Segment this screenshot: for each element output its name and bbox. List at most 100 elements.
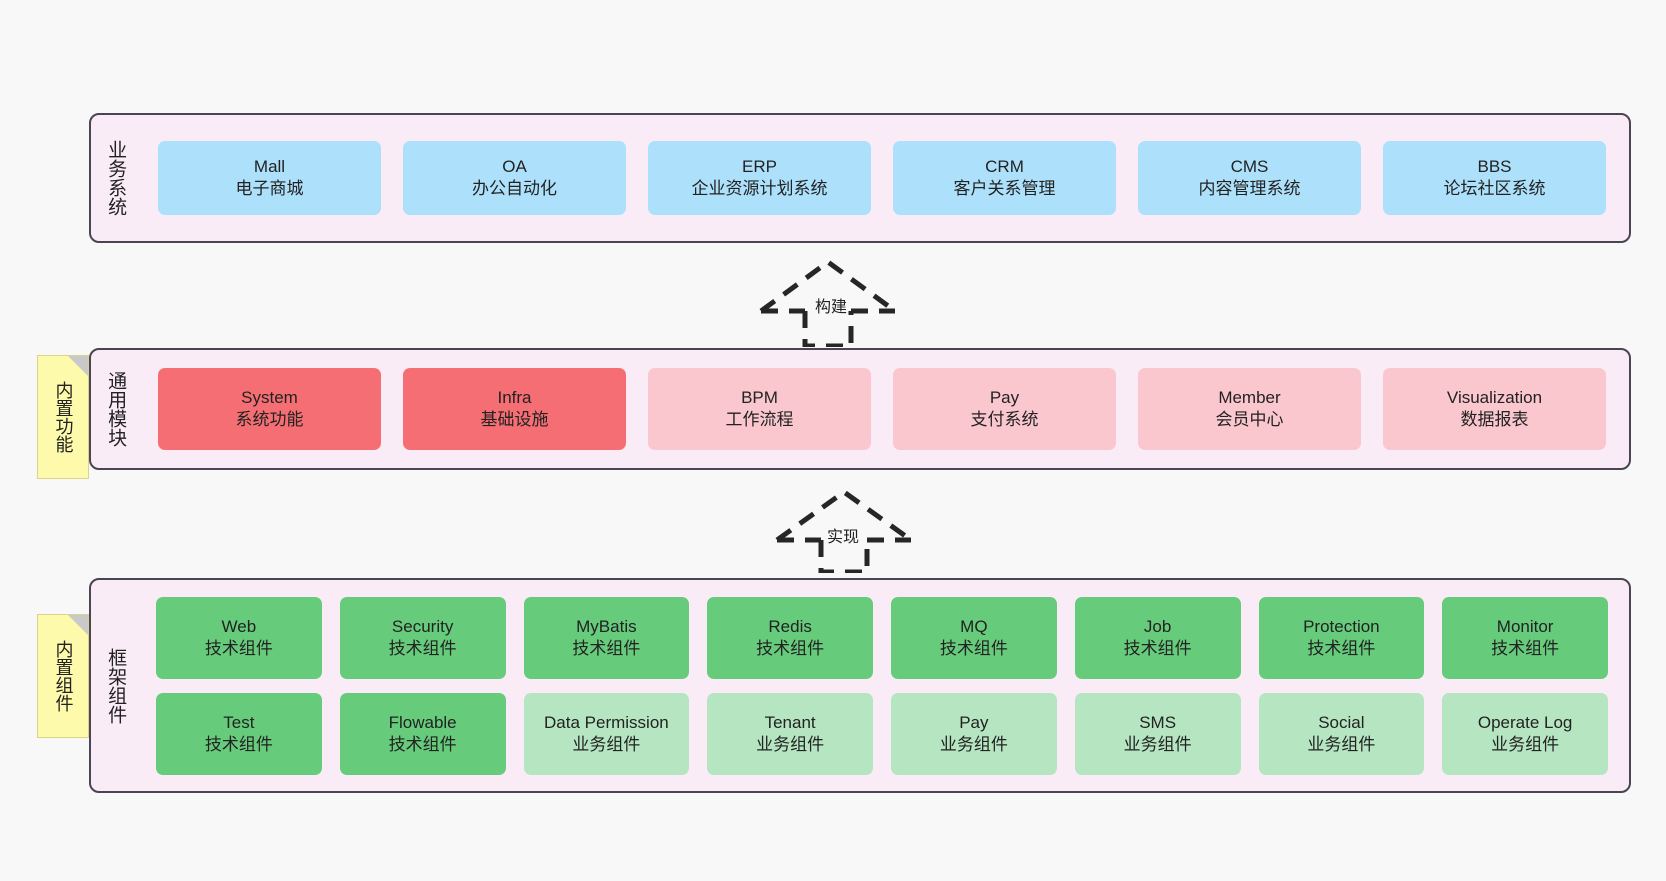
node-label-cn: 业务组件 [756,734,825,754]
node-visualization[interactable]: Visualization 数据报表 [1383,368,1606,450]
dashed-generalization-arrow-icon [775,488,913,575]
node-redis[interactable]: Redis 技术组件 [707,596,873,679]
node-label-cn: 企业资源计划系统 [691,179,828,198]
node-label-en: Data Permission [544,712,669,732]
node-flowable[interactable]: Flowable 技术组件 [339,692,506,775]
node-label-en: MQ [960,616,988,636]
node-label-en: Member [1218,388,1281,408]
node-label-en: ERP [742,157,777,177]
node-label-cn: 业务组件 [1307,734,1376,754]
layer-row: Mall 电子商城 OA 办公自动化 ERP 企业资源计划系统 CRM 客户关系… [139,141,1617,215]
connector-build: 构建 [753,257,903,349]
node-label-en: BBS [1477,157,1512,177]
node-erp[interactable]: ERP 企业资源计划系统 [648,141,871,215]
node-label-cn: 办公自动化 [472,179,557,198]
node-label-en: Test [223,712,255,732]
node-label-en: Tenant [764,712,816,732]
node-mq[interactable]: MQ 技术组件 [891,596,1057,679]
note-fold-icon [68,356,88,376]
node-test[interactable]: Test 技术组件 [156,692,322,775]
node-label-cn: 技术组件 [204,734,273,754]
node-label-cn: 技术组件 [1491,638,1560,658]
node-label-en: CRM [985,157,1024,177]
node-label-en: System [241,388,298,408]
layer-common-module[interactable]: 通用模块 System 系统功能 Infra 基础设施 BPM 工作流程 Pay… [89,348,1631,470]
node-label-cn: 业务组件 [572,734,641,754]
node-label-cn: 系统功能 [235,410,304,429]
node-label-cn: 支付系统 [970,410,1039,429]
node-label-en: Security [391,616,454,636]
node-monitor[interactable]: Monitor 技术组件 [1442,596,1608,679]
node-label-cn: 电子商城 [235,179,304,198]
node-oa[interactable]: OA 办公自动化 [403,141,626,215]
layer-business-system-title: 业务系统 [105,140,127,216]
node-social[interactable]: Social 业务组件 [1258,692,1425,775]
node-data-permission[interactable]: Data Permission 业务组件 [523,692,690,775]
node-security[interactable]: Security 技术组件 [339,596,506,679]
node-label-cn: 会员中心 [1215,410,1284,429]
note-builtin-function[interactable]: 内置功能 [37,355,89,479]
connector-implement-label: 实现 [827,529,860,546]
node-crm[interactable]: CRM 客户关系管理 [893,141,1116,215]
node-label-en: Monitor [1496,616,1554,636]
node-protection[interactable]: Protection 技术组件 [1258,596,1425,679]
node-job[interactable]: Job 技术组件 [1074,596,1241,679]
node-operate-log[interactable]: Operate Log 业务组件 [1442,692,1608,775]
node-bbs[interactable]: BBS 论坛社区系统 [1383,141,1606,215]
node-label-cn: 技术组件 [388,734,457,754]
layer-row: System 系统功能 Infra 基础设施 BPM 工作流程 Pay 支付系统… [139,368,1617,450]
node-mybatis[interactable]: MyBatis 技术组件 [523,596,690,679]
layer-row: Web 技术组件 Security 技术组件 MyBatis 技术组件 Redi… [139,596,1617,679]
node-label-en: BPM [741,388,778,408]
node-label-en: Pay [989,388,1020,408]
node-label-cn: 数据报表 [1460,410,1529,429]
node-label-en: Job [1143,616,1172,636]
note-fold-icon [68,615,88,635]
node-label-en: Pay [959,712,989,732]
node-sms[interactable]: SMS 业务组件 [1074,692,1241,775]
node-label-cn: 技术组件 [756,638,825,658]
node-label-cn: 技术组件 [1123,638,1192,658]
layer-framework-component[interactable]: 框架组件 Web 技术组件 Security 技术组件 MyBatis 技术组件… [89,578,1631,793]
node-label-en: Social [1318,712,1365,732]
node-label-cn: 论坛社区系统 [1443,179,1546,198]
node-system[interactable]: System 系统功能 [158,368,381,450]
node-label-cn: 业务组件 [1491,734,1560,754]
node-infra[interactable]: Infra 基础设施 [403,368,626,450]
node-web[interactable]: Web 技术组件 [156,596,322,679]
node-label-cn: 业务组件 [939,734,1008,754]
node-label-cn: 基础设施 [480,410,549,429]
layer-framework-component-body: Web 技术组件 Security 技术组件 MyBatis 技术组件 Redi… [139,580,1629,791]
node-label-en: Operate Log [1477,712,1573,732]
node-label-en: CMS [1230,157,1269,177]
node-label-cn: 工作流程 [725,410,794,429]
layer-business-system-body: Mall 电子商城 OA 办公自动化 ERP 企业资源计划系统 CRM 客户关系… [139,115,1629,241]
node-pay-business[interactable]: Pay 业务组件 [891,692,1057,775]
node-mall[interactable]: Mall 电子商城 [158,141,381,215]
node-tenant[interactable]: Tenant 业务组件 [707,692,873,775]
node-member[interactable]: Member 会员中心 [1138,368,1361,450]
node-label-cn: 内容管理系统 [1198,179,1301,198]
node-label-en: MyBatis [576,616,637,636]
node-label-cn: 技术组件 [204,638,273,658]
node-label-cn: 技术组件 [1307,638,1376,658]
node-bpm[interactable]: BPM 工作流程 [648,368,871,450]
node-cms[interactable]: CMS 内容管理系统 [1138,141,1361,215]
note-builtin-component-label: 内置组件 [53,640,74,712]
connector-build-label: 构建 [815,299,848,316]
node-label-cn: 技术组件 [939,638,1008,658]
node-pay[interactable]: Pay 支付系统 [893,368,1116,450]
node-label-cn: 技术组件 [388,638,457,658]
node-label-en: Mall [253,157,286,177]
node-label-en: Redis [768,616,812,636]
note-builtin-component[interactable]: 内置组件 [37,614,89,738]
node-label-en: Infra [497,388,532,408]
node-label-cn: 业务组件 [1123,734,1192,754]
node-label-en: Flowable [388,712,457,732]
node-label-en: OA [502,157,527,177]
layer-business-system[interactable]: 业务系统 Mall 电子商城 OA 办公自动化 ERP 企业资源计划系统 CRM… [89,113,1631,243]
node-label-en: Web [221,616,257,636]
node-label-cn: 技术组件 [572,638,641,658]
layer-common-module-body: System 系统功能 Infra 基础设施 BPM 工作流程 Pay 支付系统… [139,350,1629,468]
